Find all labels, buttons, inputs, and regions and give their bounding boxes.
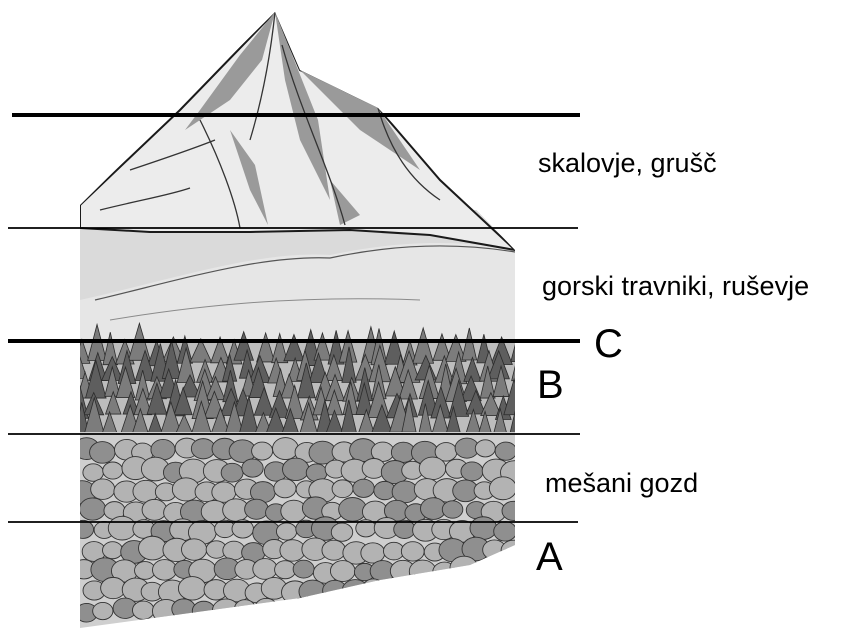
- deciduous-tree: [419, 457, 446, 480]
- deciduous-tree: [389, 601, 416, 624]
- deciduous-tree: [492, 599, 514, 618]
- deciduous-tree: [409, 560, 436, 583]
- deciduous-tree: [454, 601, 480, 623]
- deciduous-tree: [475, 562, 496, 580]
- deciduous-tree: [331, 599, 356, 621]
- deciduous-tree: [221, 463, 243, 482]
- deciduous-tree: [384, 579, 409, 601]
- deciduous-tree: [502, 501, 525, 520]
- deciduous-tree: [83, 464, 104, 481]
- deciduous-tree: [142, 499, 167, 520]
- deciduous-trees: [68, 438, 528, 624]
- deciduous-tree: [504, 583, 528, 603]
- deciduous-tree: [411, 603, 434, 623]
- deciduous-tree: [330, 561, 355, 582]
- deciduous-tree: [331, 523, 352, 541]
- deciduous-tree: [108, 516, 136, 540]
- deciduous-tree: [273, 602, 298, 623]
- deciduous-tree: [280, 540, 305, 562]
- marker-a: A: [536, 537, 563, 577]
- deciduous-tree: [288, 598, 316, 622]
- deciduous-tree: [90, 442, 115, 464]
- deciduous-tree: [494, 522, 517, 541]
- marker-c: C: [594, 324, 623, 364]
- deciduous-tree: [181, 539, 206, 560]
- deciduous-tree: [442, 501, 463, 518]
- deciduous-tree: [489, 477, 516, 500]
- deciduous-tree: [472, 601, 493, 619]
- deciduous-tree: [373, 600, 398, 621]
- deciduous-tree: [91, 479, 115, 499]
- marker-b: B: [537, 365, 564, 405]
- deciduous-tree: [323, 580, 347, 601]
- deciduous-tree: [103, 542, 123, 559]
- deciduous-tree: [139, 536, 167, 560]
- deciduous-tree: [93, 602, 113, 619]
- zone-label-forest: mešani gozd: [545, 470, 698, 497]
- deciduous-tree: [322, 540, 346, 560]
- deciduous-tree: [350, 600, 377, 623]
- zone-label-rock: skalovje, grušč: [538, 150, 717, 177]
- deciduous-tree: [282, 458, 308, 481]
- deciduous-tree: [274, 479, 296, 498]
- deciduous-tree: [332, 480, 353, 498]
- deciduous-tree: [242, 459, 263, 477]
- deciduous-tree: [276, 523, 296, 540]
- deciduous-tree: [273, 438, 299, 460]
- deciduous-tree: [492, 558, 517, 579]
- deciduous-tree: [405, 580, 426, 598]
- deciduous-tree: [480, 581, 504, 602]
- deciduous-tree: [79, 498, 105, 520]
- deciduous-tree: [470, 517, 497, 540]
- deciduous-tree: [461, 462, 483, 481]
- deciduous-tree: [103, 462, 123, 479]
- deciduous-tree: [392, 481, 418, 503]
- deciduous-tree: [152, 560, 176, 581]
- deciduous-tree: [475, 440, 495, 457]
- deciduous-tree: [132, 601, 154, 619]
- deciduous-tree: [401, 542, 424, 561]
- deciduous-tree: [419, 579, 446, 602]
- deciduous-tree: [353, 479, 374, 497]
- deciduous-tree: [245, 499, 269, 519]
- deciduous-tree: [394, 520, 416, 538]
- deciduous-tree: [212, 599, 239, 622]
- deciduous-tree: [192, 601, 215, 620]
- deciduous-tree: [72, 520, 93, 538]
- deciduous-tree: [495, 442, 517, 460]
- deciduous-tree: [252, 442, 273, 460]
- deciduous-tree: [235, 600, 256, 618]
- deciduous-tree: [363, 579, 384, 597]
- deciduous-tree: [361, 543, 385, 563]
- deciduous-tree: [253, 559, 277, 580]
- conifer-tree: [513, 374, 529, 400]
- zone-label-meadow: gorski travniki, ruševje: [542, 273, 809, 300]
- deciduous-tree: [462, 579, 488, 601]
- deciduous-tree: [434, 603, 455, 621]
- rock-peak: [80, 12, 515, 250]
- deciduous-tree: [439, 578, 465, 600]
- deciduous-tree: [450, 556, 478, 580]
- deciduous-tree: [293, 560, 314, 578]
- deciduous-tree: [501, 540, 526, 561]
- deciduous-tree: [255, 598, 278, 617]
- deciduous-tree: [310, 599, 337, 622]
- deciduous-tree: [275, 561, 296, 579]
- deciduous-tree: [299, 580, 326, 603]
- deciduous-tree: [178, 577, 206, 601]
